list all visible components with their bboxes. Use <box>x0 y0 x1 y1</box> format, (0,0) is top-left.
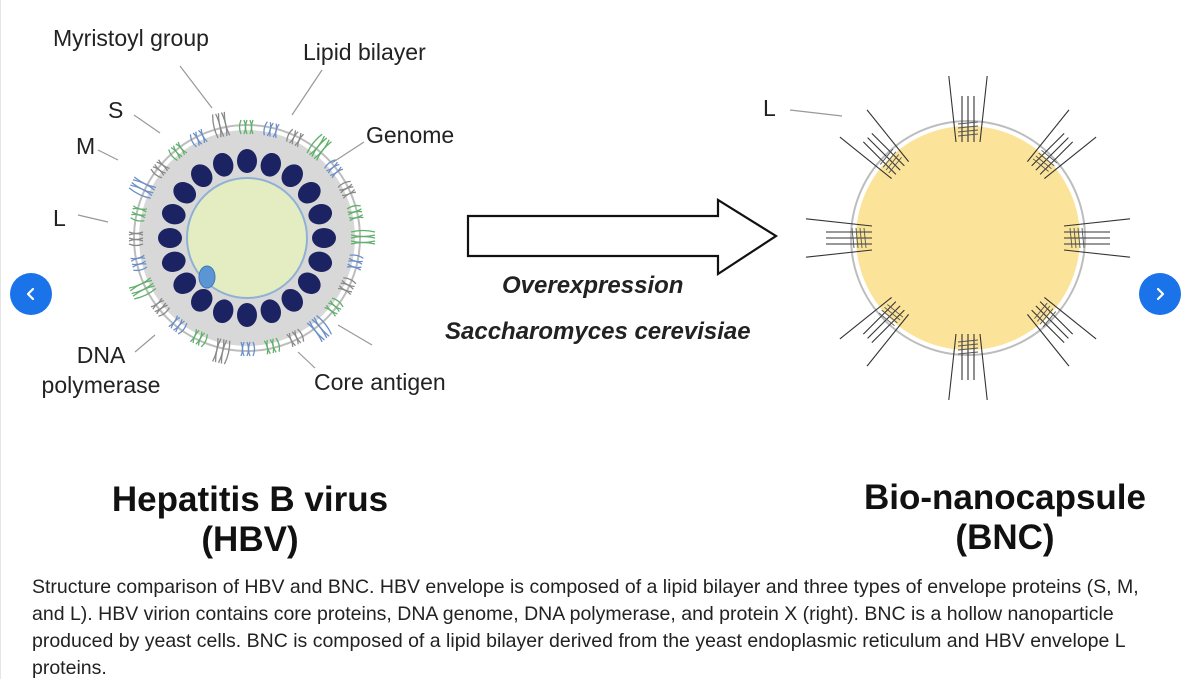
core-antigen-bead <box>161 203 186 225</box>
dna-polymerase-dot <box>198 265 216 289</box>
envelope-protein <box>150 159 170 179</box>
l-protein-spike <box>948 333 988 401</box>
label-saccharomyces-cerevisiae: Saccharomyces cerevisiae <box>445 318 751 345</box>
core-antigen-bead <box>312 228 336 248</box>
envelope-protein <box>306 133 332 161</box>
bnc-core <box>856 126 1080 350</box>
envelope-protein <box>189 329 208 348</box>
envelope-protein <box>338 277 357 296</box>
envelope-protein <box>212 111 231 139</box>
envelope-protein <box>128 277 157 300</box>
chevron-right-icon <box>1152 286 1168 302</box>
envelope-protein <box>150 297 171 317</box>
core-antigen-bead <box>281 288 303 312</box>
envelope-protein <box>286 328 305 347</box>
core-antigen-bead <box>161 251 186 273</box>
envelope-protein <box>346 254 364 271</box>
envelope-protein <box>128 231 144 247</box>
core-antigen-bead <box>212 299 234 324</box>
title-bnc-line2: (BNC) <box>955 518 1055 557</box>
core-antigen-bead <box>281 164 303 188</box>
l-protein-spike <box>839 296 910 367</box>
label-genome: Genome <box>366 122 455 148</box>
l-protein-spike <box>805 218 873 258</box>
core-antigen-bead <box>308 203 333 225</box>
envelope-protein <box>323 159 344 179</box>
envelope-protein <box>240 341 256 357</box>
label-myristoyl-group: Myristoyl group <box>53 25 209 51</box>
chevron-left-icon <box>23 286 39 302</box>
figure-caption: Structure comparison of HBV and BNC. HBV… <box>32 576 1139 679</box>
core-antigen-bead <box>297 272 321 294</box>
hbv-genome <box>186 177 308 299</box>
title-hbv: Hepatitis B virus (HBV) <box>90 480 410 560</box>
label-m: M <box>76 133 96 159</box>
label-l-bnc: L <box>763 95 776 121</box>
envelope-protein <box>130 205 148 222</box>
hbv-particle <box>128 111 376 365</box>
envelope-protein <box>346 204 364 222</box>
title-bnc-line1: Bio-nanocapsule <box>864 478 1146 517</box>
envelope-protein <box>263 337 281 355</box>
core-antigen-bead <box>237 303 257 327</box>
hbv-core-antigen-beads <box>158 149 336 327</box>
figure-canvas <box>77 65 1131 401</box>
l-protein-spike <box>1063 218 1131 258</box>
core-antigen-bead <box>173 182 197 204</box>
core-antigen-bead <box>260 152 282 177</box>
l-protein-spike <box>1026 296 1097 367</box>
envelope-protein <box>350 229 376 245</box>
core-antigen-bead <box>308 251 333 273</box>
envelope-protein <box>306 315 333 343</box>
bnc-l-proteins <box>805 75 1131 401</box>
carousel-prev-button[interactable] <box>10 273 52 315</box>
arrow-right <box>466 198 779 277</box>
title-hbv-line1: Hepatitis B virus <box>111 480 389 519</box>
label-s: S <box>108 97 124 123</box>
envelope-protein <box>128 176 157 199</box>
label-dna: DNA <box>76 342 126 368</box>
hbv-surface-proteins <box>128 111 376 365</box>
left-border <box>0 0 1 679</box>
label-polymerase: polymerase <box>41 372 161 398</box>
label-overexpression: Overexpression <box>502 272 684 299</box>
title-hbv-line2: (HBV) <box>201 520 299 559</box>
carousel-next-button[interactable] <box>1139 273 1181 315</box>
l-protein-spike <box>839 109 910 180</box>
envelope-protein <box>189 129 208 148</box>
envelope-protein <box>168 315 188 335</box>
core-antigen-bead <box>173 272 197 294</box>
envelope-protein <box>324 297 344 317</box>
bnc-particle <box>789 75 1131 401</box>
label-l-hbv: L <box>53 205 66 231</box>
label-lipid-bilayer: Lipid bilayer <box>303 39 426 65</box>
core-antigen-bead <box>158 228 182 248</box>
core-antigen-bead <box>191 164 213 188</box>
envelope-protein <box>337 180 356 199</box>
envelope-protein <box>238 119 254 135</box>
core-antigen-bead <box>212 152 234 177</box>
envelope-protein <box>168 141 188 162</box>
core-antigen-bead <box>297 182 321 204</box>
envelope-protein <box>212 338 231 365</box>
label-core-antigen: Core antigen <box>314 369 446 395</box>
l-protein-spike <box>948 75 988 143</box>
core-antigen-bead <box>191 288 213 312</box>
envelope-protein <box>286 128 305 147</box>
title-bnc: Bio-nanocapsule (BNC) <box>850 478 1160 558</box>
l-protein-spike <box>1026 109 1097 180</box>
label-dna-polymerase: DNA polymerase <box>36 344 166 397</box>
core-antigen-bead <box>260 299 282 324</box>
envelope-protein <box>263 121 280 139</box>
envelope-protein <box>130 254 148 272</box>
core-antigen-bead <box>237 149 257 173</box>
figure-hbv-bnc: Myristoyl group Lipid bilayer Genome S M… <box>36 25 1160 560</box>
